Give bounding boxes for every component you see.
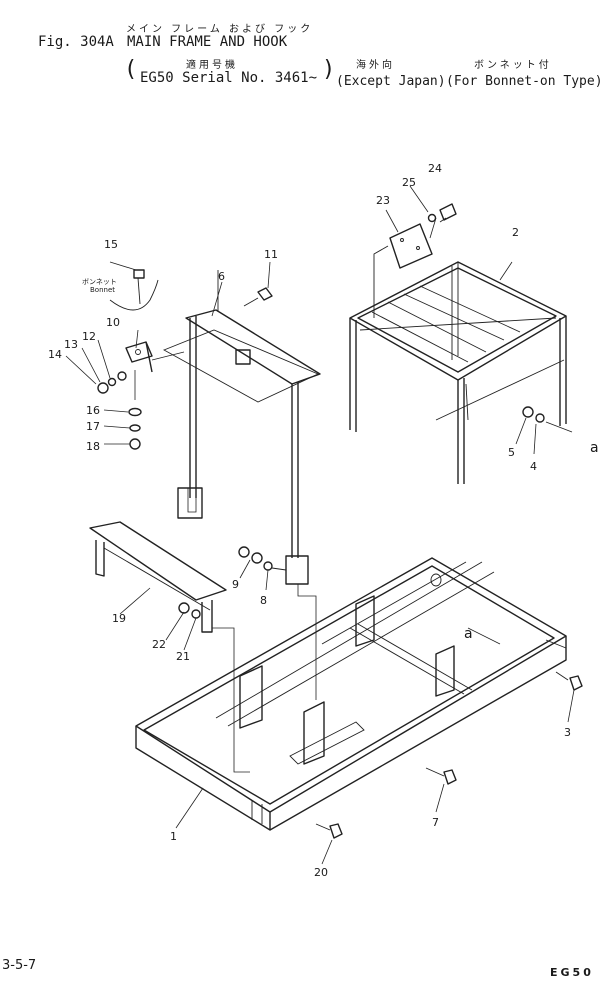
bonnet-label-jp: ボンネット: [82, 278, 117, 286]
part-20-bolt: [315, 823, 343, 839]
part-2-bonnet-frame: [349, 261, 567, 484]
callout-18: 18: [86, 440, 100, 453]
callout-12: 12: [82, 330, 96, 343]
callout-23: 23: [376, 194, 390, 207]
part-6-mounting-plate: [162, 270, 321, 585]
part-1-main-frame: [135, 557, 567, 831]
bonnet-japanese: ボンネット付: [474, 60, 552, 71]
part-7-bolt: [425, 767, 457, 785]
part-4-5-nut-washer: [522, 406, 573, 433]
callout-17: 17: [86, 420, 100, 433]
leader-lines: [65, 185, 575, 865]
callout-9: 9: [232, 578, 239, 591]
part-11-bolt: [243, 287, 273, 307]
callout-13: 13: [64, 338, 78, 351]
callout-25: 25: [402, 176, 416, 189]
page-title: MAIN FRAME AND HOOK: [127, 34, 288, 50]
part-3-bolt: [555, 671, 583, 691]
callout-6: 6: [218, 270, 225, 283]
callout-8: 8: [260, 594, 267, 607]
serial-range: EG50 Serial No. 3461~: [140, 70, 318, 86]
title-japanese: メイン フレーム および フック: [126, 24, 314, 35]
model-code: EG50: [550, 966, 594, 979]
callout-21: 21: [176, 650, 190, 663]
bonnet-type-note: (For Bonnet-on Type): [446, 74, 603, 89]
callout-14: 14: [48, 348, 62, 361]
part-19-cross-bracket: [89, 521, 227, 633]
except-japan-note: (Except Japan): [336, 74, 446, 89]
callout-2: 2: [512, 226, 519, 239]
serial-paren-close: ): [322, 57, 336, 82]
part-24-25-bolt-washer: [427, 203, 457, 223]
callout-16: 16: [86, 404, 100, 417]
callout-5: 5: [508, 446, 515, 459]
part-15-cable: ボンネット Bonnet: [82, 269, 159, 311]
parts-12-18-hardware: [97, 370, 142, 450]
callout-15: 15: [104, 238, 118, 251]
assembly-guide-lines: [187, 420, 501, 773]
callout-10: 10: [106, 316, 120, 329]
callout-19: 19: [112, 612, 126, 625]
figure-label: Fig. 304A: [38, 34, 114, 50]
page-number: 3-5-7: [2, 958, 37, 973]
part-23-hook-plate: [373, 223, 433, 318]
reference-a-upper: a: [590, 440, 599, 456]
serial-japanese: 適用号機: [186, 60, 238, 71]
callout-20: 20: [314, 866, 328, 879]
callout-1: 1: [170, 830, 177, 843]
parts-21-22-nut-washer: [178, 602, 201, 619]
callout-4: 4: [530, 460, 537, 473]
callout-7: 7: [432, 816, 439, 829]
reference-a-lower: a: [464, 626, 473, 642]
callout-24: 24: [428, 162, 442, 175]
bonnet-label: Bonnet: [90, 286, 115, 294]
callout-11: 11: [264, 248, 278, 261]
callout-3: 3: [564, 726, 571, 739]
callout-22: 22: [152, 638, 166, 651]
part-10-bracket: [125, 341, 185, 373]
serial-paren-open: (: [124, 57, 138, 82]
except-japanese: 海外向: [356, 60, 395, 71]
